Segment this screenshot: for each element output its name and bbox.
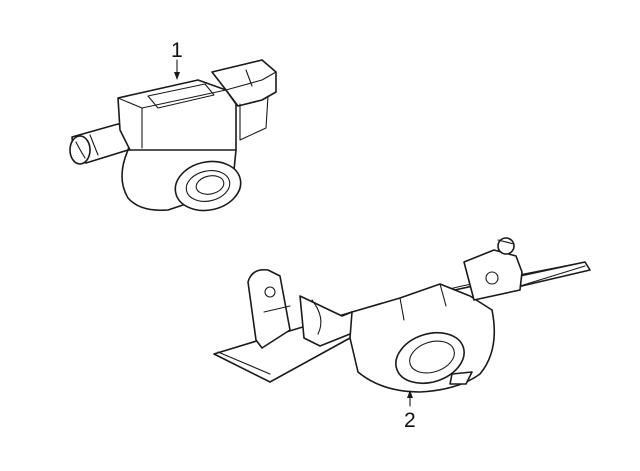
part-2-sensor-bracket[interactable]: [213, 237, 591, 393]
part-1-parking-sensor[interactable]: [69, 59, 277, 216]
callout-1: 1: [171, 39, 183, 80]
callout-1-label: 1: [171, 39, 183, 62]
callout-1-arrowhead: [174, 72, 180, 80]
callout-2-label: 2: [404, 409, 416, 432]
callout-2-arrowhead: [407, 390, 413, 398]
callout-2: 2: [404, 390, 416, 432]
